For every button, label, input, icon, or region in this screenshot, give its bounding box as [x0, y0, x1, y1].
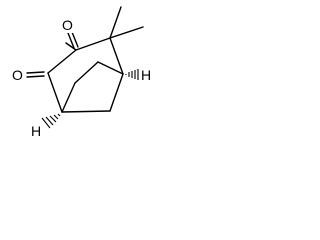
- hydrogen-label-right: H: [141, 67, 151, 83]
- hashed-wedge-bottom: [41, 113, 61, 129]
- methyl-groups: [109, 6, 144, 39]
- oxygen-label-left: O: [12, 67, 23, 83]
- hydrogen-label-bottom: H: [31, 123, 41, 139]
- oxygen-label-top: O: [62, 17, 73, 33]
- carbonyl-left: [26, 71, 45, 78]
- methyl-bond-upper: [109, 6, 122, 39]
- methyl-bond-right: [109, 26, 144, 39]
- molecule-diagram: O O H H: [10, 6, 151, 139]
- carbonyl-top: [65, 31, 79, 51]
- ring-bonds: [47, 37, 124, 113]
- hashed-wedge-right: [125, 69, 139, 80]
